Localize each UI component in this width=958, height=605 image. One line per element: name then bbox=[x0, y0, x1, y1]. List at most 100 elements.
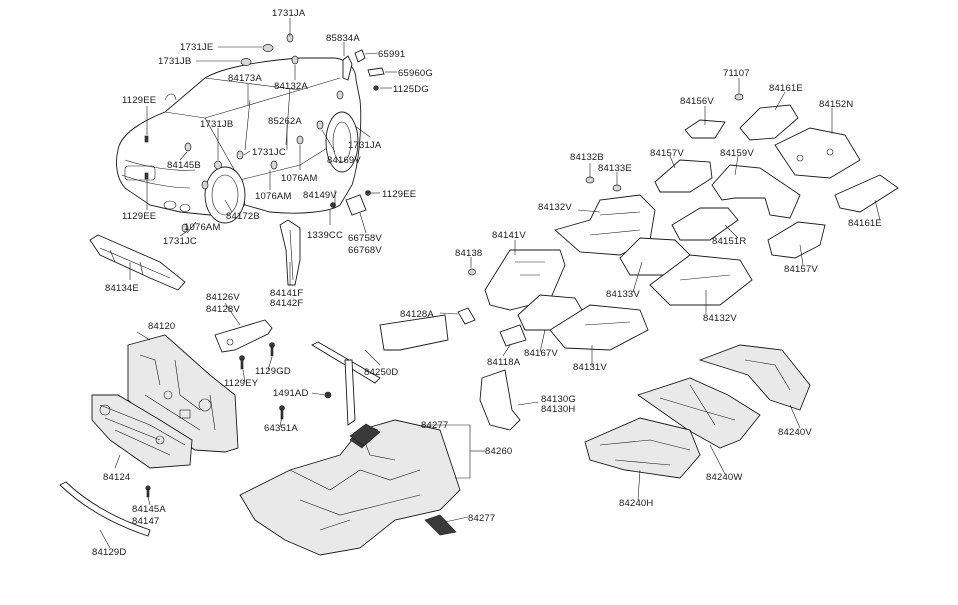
label-84128v: 84128V bbox=[206, 304, 240, 315]
pad-84157v-a bbox=[654, 159, 713, 193]
label-1731jc-a: 1731JC bbox=[252, 147, 286, 158]
label-84172b: 84172B bbox=[226, 211, 260, 222]
label-84169v: 84169V bbox=[327, 155, 361, 166]
plug-84138 bbox=[468, 268, 476, 276]
group-bracket-84260 bbox=[455, 424, 471, 479]
cowl-panel-84134e bbox=[89, 234, 186, 291]
pad-84152n bbox=[774, 127, 861, 179]
label-84126v: 84126V bbox=[206, 292, 240, 303]
label-84124: 84124 bbox=[103, 472, 130, 483]
label-66758v: 66758V bbox=[348, 233, 382, 244]
label-1129ee-a: 1129EE bbox=[122, 95, 156, 106]
label-84129d: 84129D bbox=[92, 547, 126, 558]
pad-84151r bbox=[671, 207, 739, 241]
label-84157v-a: 84157V bbox=[650, 148, 684, 159]
label-84149v: 84149V bbox=[303, 190, 337, 201]
label-84145a: 84145A bbox=[132, 504, 166, 515]
pad-84132v-a bbox=[554, 194, 656, 256]
pad-84277-upper bbox=[349, 423, 381, 447]
pad-84157v-b bbox=[767, 221, 826, 259]
label-1129ey: 1129EY bbox=[224, 378, 259, 389]
floor-carpet-84260 bbox=[239, 419, 461, 556]
pad-84131v bbox=[549, 304, 649, 351]
label-1125dg: 1125DG bbox=[393, 84, 429, 95]
label-84240v: 84240V bbox=[778, 427, 812, 438]
pad-84161e-a bbox=[739, 104, 799, 141]
label-71107: 71107 bbox=[723, 68, 750, 79]
label-84161e-b: 84161E bbox=[848, 218, 882, 229]
plug-71107 bbox=[734, 93, 744, 101]
label-85262a: 85262A bbox=[268, 116, 302, 127]
pillar-trim-84141f bbox=[279, 219, 301, 286]
label-65960g: 65960G bbox=[398, 68, 433, 79]
label-85834a: 85834A bbox=[326, 33, 360, 44]
label-1731jb-a: 1731JB bbox=[158, 56, 191, 67]
label-84128a: 84128A bbox=[400, 309, 434, 320]
pad-84156v bbox=[684, 119, 726, 139]
label-84161e-a: 84161E bbox=[769, 83, 803, 94]
leader-lines bbox=[99, 18, 881, 549]
label-1129ee-c: 1129EE bbox=[122, 211, 156, 222]
label-1339cc: 1339CC bbox=[307, 230, 343, 241]
dash-pad-84124 bbox=[91, 394, 193, 469]
label-84131v: 84131V bbox=[573, 362, 607, 373]
pad-84132v-b bbox=[649, 254, 753, 306]
label-84147: 84147 bbox=[132, 516, 159, 527]
label-84277-b: 84277 bbox=[468, 513, 495, 524]
pad-84159v bbox=[711, 164, 801, 219]
rear-carpet-84240h bbox=[584, 417, 701, 479]
label-84130h: 84130H bbox=[541, 404, 575, 415]
label-84132b: 84132B bbox=[570, 152, 604, 163]
pad-84277-lower bbox=[424, 514, 457, 536]
crossmember-84250d bbox=[279, 341, 381, 426]
label-84130g: 84130G bbox=[541, 394, 576, 405]
pad-84118a bbox=[499, 324, 527, 347]
label-1491ad: 1491AD bbox=[273, 388, 309, 399]
label-84173a: 84173A bbox=[228, 73, 262, 84]
pad-84130g bbox=[479, 369, 521, 431]
rear-carpet-84240w bbox=[637, 377, 761, 449]
label-84152n: 84152N bbox=[819, 99, 853, 110]
label-84120: 84120 bbox=[148, 321, 175, 332]
label-84277-a: 84277 bbox=[421, 420, 448, 431]
label-1731ja-top: 1731JA bbox=[272, 8, 306, 19]
label-84132v-b: 84132V bbox=[703, 313, 737, 324]
label-84118a: 84118A bbox=[487, 357, 521, 368]
label-64351a: 64351A bbox=[264, 423, 298, 434]
label-65991: 65991 bbox=[378, 49, 405, 60]
label-84132v-a: 84132V bbox=[538, 202, 572, 213]
label-84260: 84260 bbox=[485, 446, 512, 457]
label-1731jc-b: 1731JC bbox=[163, 236, 197, 247]
label-84156v: 84156V bbox=[680, 96, 714, 107]
plug-84132b bbox=[585, 176, 595, 184]
label-84134e: 84134E bbox=[105, 283, 139, 294]
strip-84128a bbox=[457, 307, 476, 325]
label-84142f: 84142F bbox=[270, 298, 303, 309]
label-1076am-c: 1076AM bbox=[184, 222, 221, 233]
pad-84161e-b bbox=[834, 174, 899, 213]
label-1129ee-b: 1129EE bbox=[382, 189, 416, 200]
label-1076am-a: 1076AM bbox=[281, 173, 318, 184]
label-1731jb-b: 1731JB bbox=[200, 119, 233, 130]
label-84141v: 84141V bbox=[492, 230, 526, 241]
label-84133e: 84133E bbox=[598, 163, 632, 174]
label-84240w: 84240W bbox=[706, 472, 743, 483]
label-1076am-b: 1076AM bbox=[255, 191, 292, 202]
vehicle-body-illustration bbox=[116, 33, 385, 233]
part-labels: 1731JA 1731JE 1731JB 85834A 65991 65960G… bbox=[92, 8, 882, 558]
label-84167v: 84167V bbox=[524, 348, 558, 359]
label-66768v: 66768V bbox=[348, 245, 382, 256]
label-84138: 84138 bbox=[455, 248, 482, 259]
label-84151r: 84151R bbox=[712, 236, 746, 247]
bracket-84126v bbox=[214, 319, 275, 370]
plug-84133e bbox=[612, 184, 622, 192]
strip-84129d bbox=[59, 481, 151, 537]
label-1129gd: 1129GD bbox=[255, 366, 291, 377]
label-84240h: 84240H bbox=[619, 498, 653, 509]
label-84157v-b: 84157V bbox=[784, 264, 818, 275]
rear-carpet-84240v bbox=[698, 344, 811, 411]
label-84250d: 84250D bbox=[364, 367, 398, 378]
label-1731ja-b: 1731JA bbox=[348, 140, 382, 151]
label-1731je: 1731JE bbox=[180, 42, 213, 53]
